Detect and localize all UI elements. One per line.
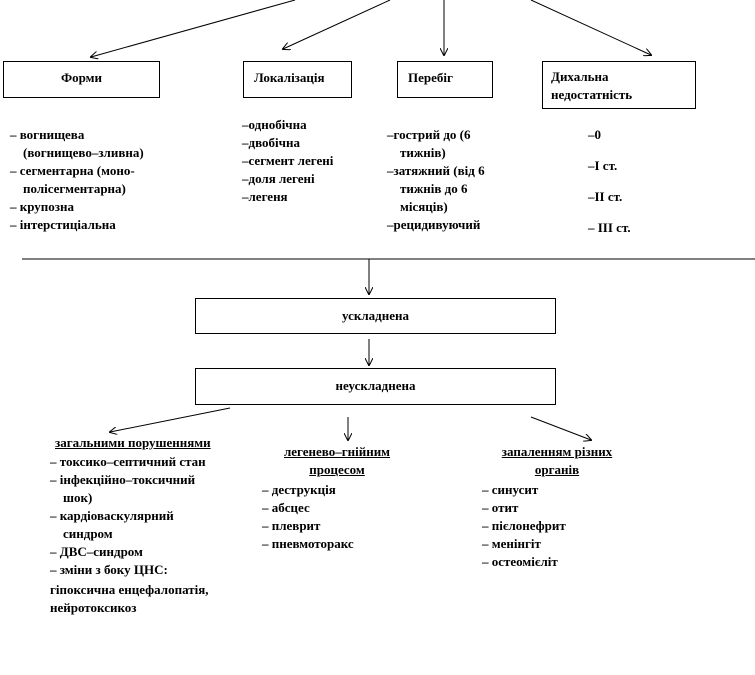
forms-list: – вогнищева (вогнищево–зливна) – сегмент… <box>10 126 144 234</box>
forms-label: Форми <box>60 70 103 85</box>
respiratory-label-line-2: недостатність <box>551 87 633 102</box>
list-item: полісегментарна) <box>23 181 126 196</box>
list-item: – пієлонефрит <box>482 518 566 533</box>
list-item: – синусит <box>482 482 539 497</box>
list-item: шок) <box>63 490 93 505</box>
list-item: гіпоксична енцефалопатія, <box>50 582 209 597</box>
course-label: Перебіг <box>408 70 453 85</box>
list-item: – пневмоторакс <box>262 536 354 551</box>
forms-box: Форми <box>3 61 160 98</box>
localization-list: –однобічна –двобічна –сегмент легені –до… <box>242 116 333 206</box>
respiratory-degree-0: –0 <box>588 127 601 142</box>
complicated-label: ускладнена <box>342 308 409 323</box>
list-item: тижнів до 6 <box>400 181 468 196</box>
arrow-to-localization <box>283 0 391 49</box>
pulmonary-list: – деструкція – абсцес – плеврит – пневмо… <box>262 481 354 553</box>
arrow-to-respiratory <box>530 0 651 55</box>
list-item: – кардіоваскулярний <box>50 508 174 523</box>
list-item: – деструкція <box>262 482 336 497</box>
list-item: –доля легені <box>242 171 315 186</box>
list-item: – крупозна <box>10 199 75 214</box>
course-list: –гострий до (6 тижнів) –затяжний (від 6 … <box>387 126 485 234</box>
list-item: – інтерстиціальна <box>10 217 116 232</box>
localization-label: Локалізація <box>254 70 325 85</box>
list-item: –однобічна <box>242 117 307 132</box>
respiratory-failure-box: Дихальна недостатність <box>542 61 696 109</box>
list-item: – остеомієліт <box>482 554 558 569</box>
respiratory-degree-1: –І ст. <box>588 158 618 173</box>
list-item: – отит <box>482 500 519 515</box>
list-item: – абсцес <box>262 500 310 515</box>
localization-box: Локалізація <box>243 61 352 98</box>
list-item: –затяжний (від 6 <box>387 163 485 178</box>
arrow-to-organs <box>530 416 591 440</box>
list-item: – інфекційно–токсичний <box>50 472 196 487</box>
general-disorders-heading: загальними порушеннями <box>55 435 211 450</box>
list-item: – вогнищева <box>10 127 85 142</box>
list-item: –сегмент легені <box>242 153 334 168</box>
pulmonary-heading: легенево–гнійним процесом <box>283 444 391 477</box>
list-item: –легеня <box>242 189 288 204</box>
list-item: – менінгіт <box>482 536 541 551</box>
list-item: – зміни з боку ЦНС: <box>50 562 168 577</box>
list-item: – ДВС–синдром <box>50 544 143 559</box>
general-disorders-tail: гіпоксична енцефалопатія, нейротоксикоз <box>50 581 209 617</box>
list-item: – плеврит <box>262 518 321 533</box>
complicated-box: ускладнена <box>195 298 556 334</box>
list-item: місяців) <box>400 199 448 214</box>
list-item: – сегментарна (моно- <box>10 163 135 178</box>
list-item: –гострий до (6 <box>387 127 471 142</box>
list-item: –двобічна <box>242 135 300 150</box>
respiratory-label-line-1: Дихальна <box>551 69 609 84</box>
list-item: –рецидивуючий <box>387 217 481 232</box>
respiratory-degree-3: – ІІІ ст. <box>588 220 631 235</box>
uncomplicated-label: неускладнена <box>335 378 416 393</box>
list-item: нейротоксикоз <box>50 600 137 615</box>
organs-heading: запаленням різних органів <box>501 444 613 477</box>
list-item: – токсико–септичний стан <box>50 454 206 469</box>
general-disorders-list: – токсико–септичний стан – інфекційно–то… <box>50 453 206 579</box>
organs-list: – синусит – отит – пієлонефрит – менінгі… <box>482 481 566 571</box>
list-item: тижнів) <box>400 145 446 160</box>
arrow-to-forms <box>91 0 296 57</box>
list-item: синдром <box>63 526 113 541</box>
respiratory-degree-2: –ІІ ст. <box>588 189 623 204</box>
arrow-to-general <box>110 407 231 432</box>
list-item: (вогнищево–зливна) <box>23 145 144 160</box>
course-box: Перебіг <box>397 61 493 98</box>
uncomplicated-box: неускладнена <box>195 368 556 405</box>
